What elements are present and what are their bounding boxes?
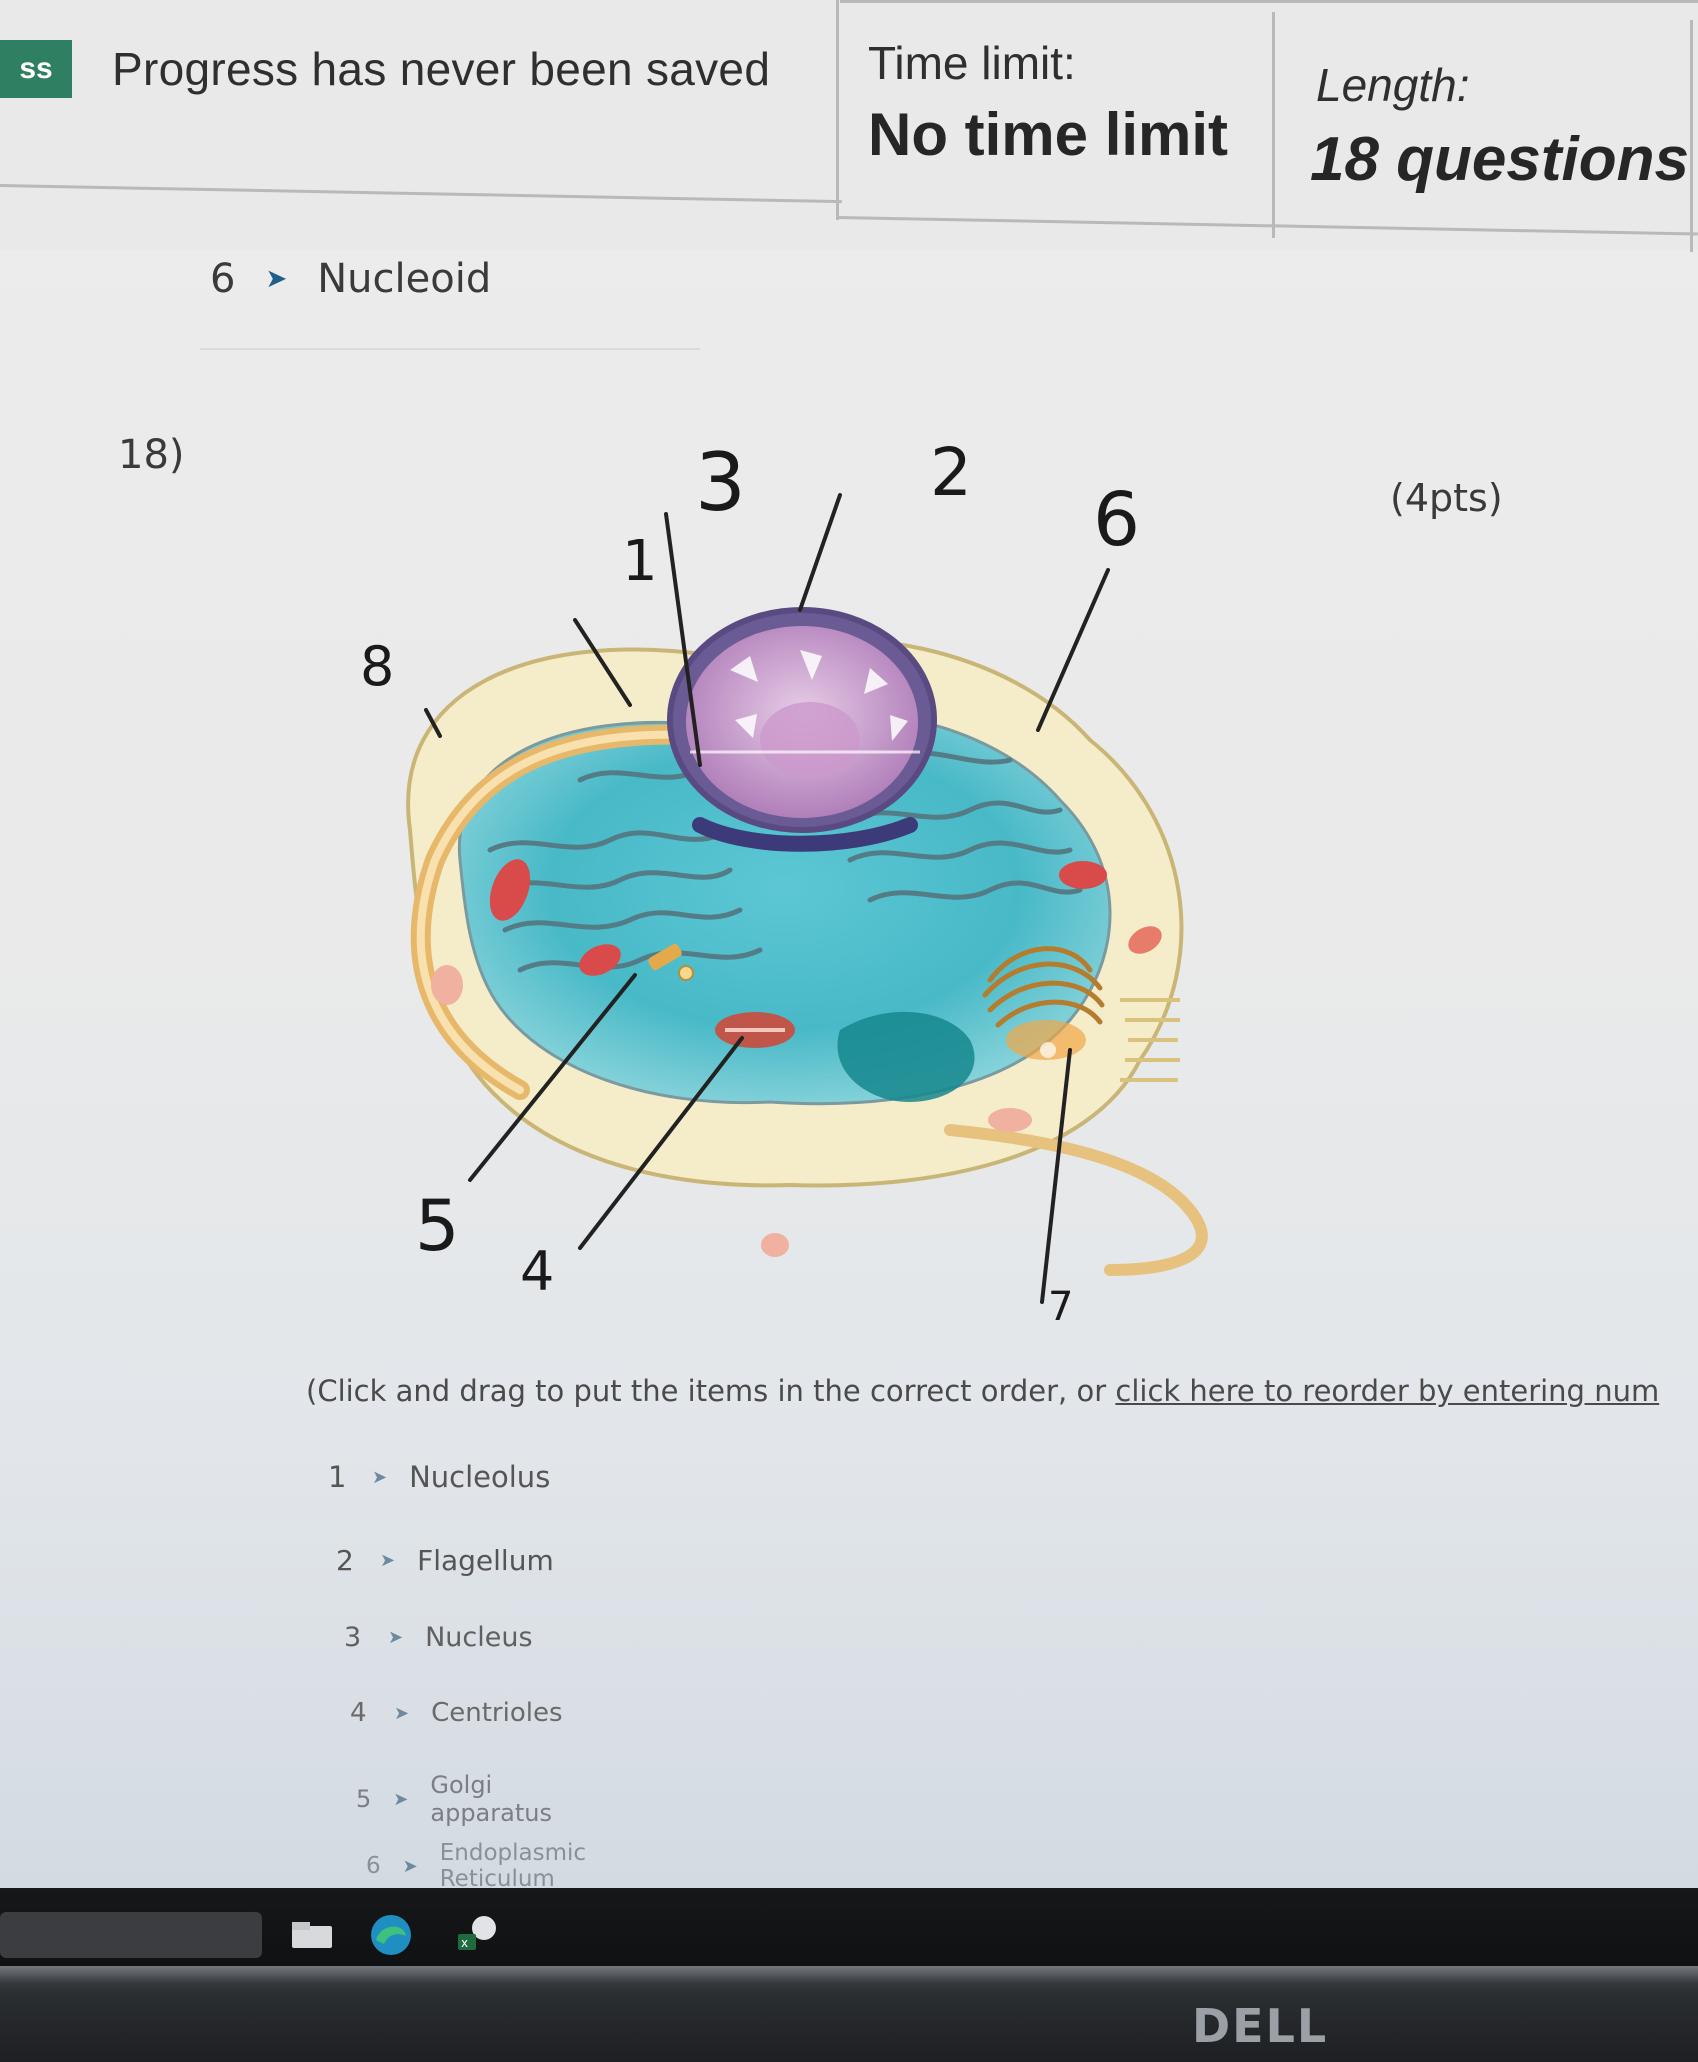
time-limit-value: No time limit [868,101,1229,168]
progress-status-text: Progress has never been saved [112,43,771,95]
item-label: Nucleus [425,1622,533,1653]
item-label: Endoplasmic Reticulum [439,1840,587,1892]
drag-arrow-icon: ➤ [402,1855,418,1877]
header-top-border [840,0,1698,3]
monitor-bezel-edge [0,1966,1698,1982]
list-item[interactable]: 2 ➤ Flagellum [336,1544,554,1577]
reorder-by-number-link[interactable]: click here to reorder by entering num [1115,1374,1660,1408]
mitochondrion [489,859,531,921]
centrioles [648,943,682,971]
drag-arrow-icon: ➤ [380,1550,396,1571]
list-item[interactable]: 4 ➤ Centrioles [350,1698,563,1728]
windows-taskbar [0,1888,1698,1966]
microvilli [1120,998,1180,1082]
item-number: 4 [350,1698,367,1728]
diagram-label-3: 3 [695,440,746,529]
svg-text:x: x [461,1936,468,1950]
header-separator-3 [1690,20,1693,252]
list-item[interactable]: 6 ➤ Endoplasmic Reticulum [366,1840,593,1892]
diagram-label-8: 8 [360,635,394,698]
list-item[interactable]: 3 ➤ Nucleus [344,1622,533,1653]
question-points: (4pts) [1390,476,1503,520]
item-label: Golgi apparatus [430,1771,552,1827]
drag-instruction: (Click and drag to put the items in the … [306,1374,1698,1408]
quiz-status-header: ss Progress has never been saved Time li… [0,0,1698,252]
drag-arrow-icon: ➤ [388,1627,404,1648]
question-divider [200,348,700,350]
diagram-label-5: 5 [415,1185,460,1267]
header-divider-left [0,184,842,204]
item-number: 6 [366,1853,381,1879]
drag-arrow-icon: ➤ [265,264,288,294]
diagram-label-1: 1 [622,529,658,594]
time-limit-label: Time limit: [868,37,1076,89]
taskbar-search-box[interactable] [0,1912,262,1958]
excel-app-icon[interactable]: x [450,1912,500,1958]
item-label: Centrioles [431,1698,563,1728]
instruction-text: (Click and drag to put the items in the … [306,1374,1116,1408]
item-number: 3 [344,1622,362,1653]
item-number: 1 [328,1460,347,1494]
svg-text:DELL: DELL [1192,2000,1328,2050]
drag-arrow-icon: ➤ [372,1466,388,1488]
file-explorer-icon[interactable] [288,1912,338,1958]
edge-browser-icon[interactable] [366,1912,416,1958]
dell-logo: DELL [1192,2000,1328,2050]
item-number: 5 [356,1785,372,1813]
nucleolus [760,702,860,778]
question-number: 18) [118,432,185,478]
previous-item-label: Nucleoid [317,256,492,302]
diagram-label-4: 4 [520,1240,554,1303]
diagram-label-7: 7 [1048,1284,1073,1330]
item-number: 2 [336,1544,354,1577]
leader-lines [424,493,1110,1304]
length-label: Length: [1316,59,1470,111]
previous-question-item[interactable]: 6 ➤ Nucleoid [210,256,491,302]
item-label: Flagellum [417,1544,554,1577]
list-item[interactable]: 1 ➤ Nucleolus [328,1460,550,1494]
list-item[interactable]: 5 ➤ Golgi apparatus [356,1771,559,1827]
previous-item-number: 6 [210,256,236,302]
header-separator-1 [836,0,839,220]
drag-arrow-icon: ➤ [393,1788,409,1810]
drag-arrow-icon: ➤ [394,1702,410,1724]
golgi-apparatus [982,946,1105,1028]
diagram-label-6: 6 [1093,477,1140,563]
header-divider-right [837,216,1698,236]
item-label: Nucleolus [409,1460,551,1494]
monitor-bezel [0,1966,1698,2062]
progress-badge: ss [0,40,72,98]
length-value: 18 questions [1310,125,1689,194]
diagram-label-2: 2 [930,440,972,511]
animal-cell-diagram: 1 2 3 4 5 6 7 8 [360,440,1208,1330]
header-separator-2 [1272,12,1275,238]
